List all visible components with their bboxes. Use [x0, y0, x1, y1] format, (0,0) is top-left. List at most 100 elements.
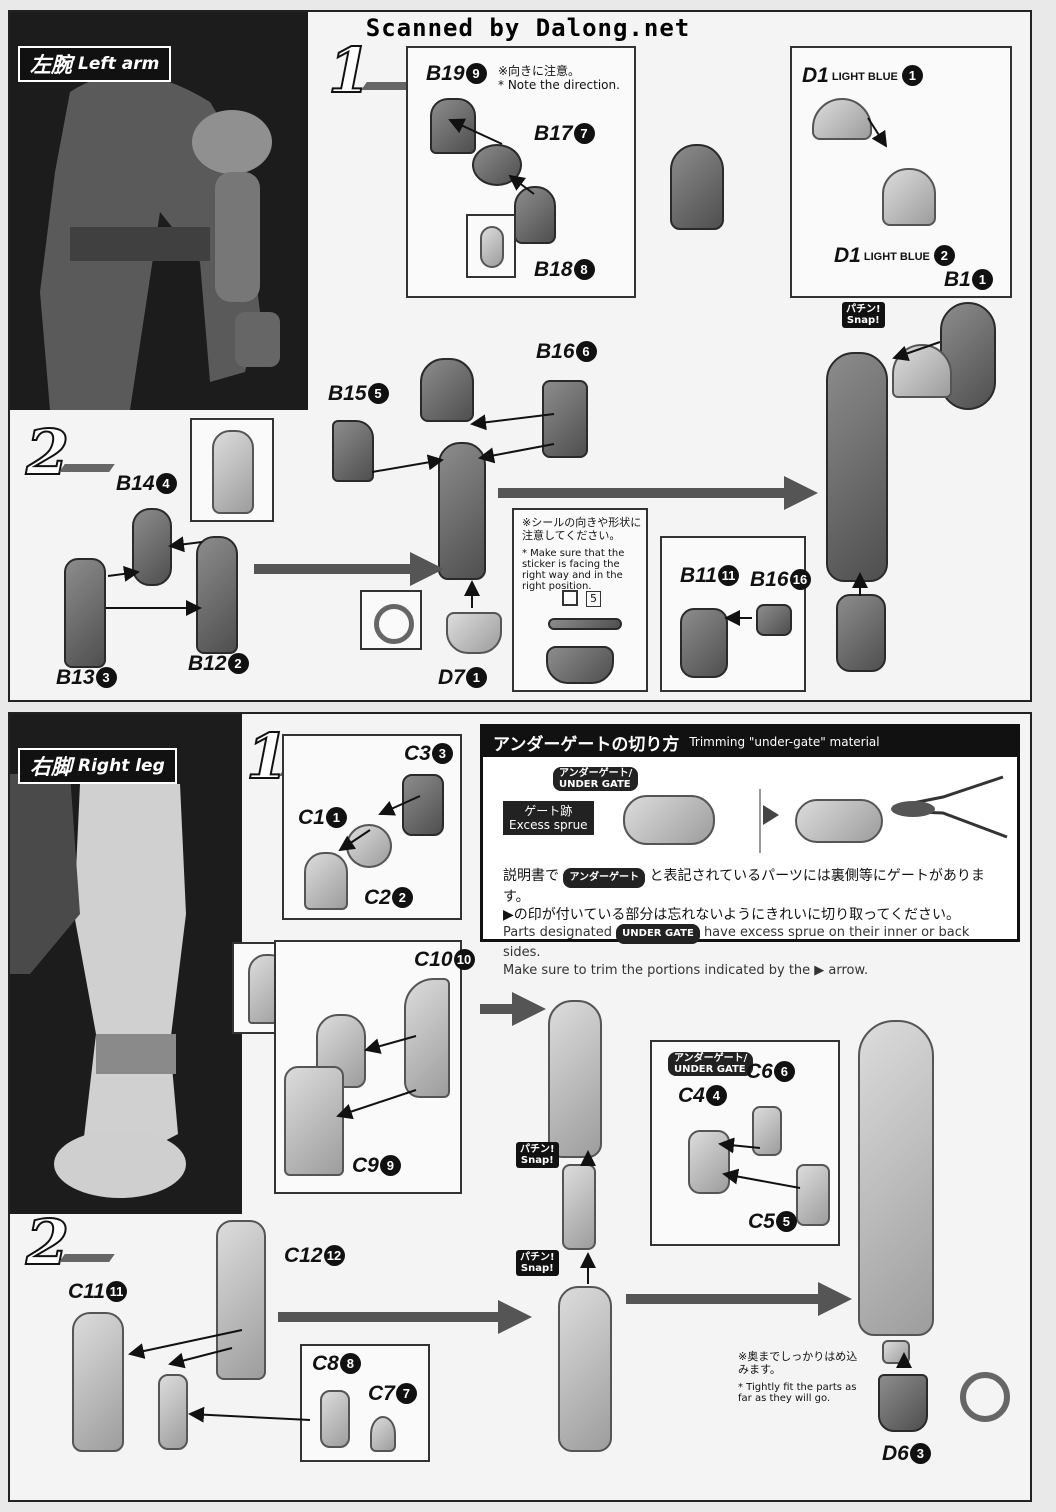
- sticker-note-en: * Make sure that the sticker is facing t…: [522, 548, 625, 592]
- part-c10-shape: [404, 978, 450, 1098]
- trimming-instructions: 説明書で アンダーゲート と表記されているパーツには裏側等にゲートがあります。 …: [503, 868, 985, 978]
- part-b11-shape: [680, 608, 728, 678]
- completed-arm-shape: [826, 352, 888, 582]
- title-en: Right leg: [78, 756, 165, 776]
- sticker-strip-shape: [548, 618, 622, 630]
- trimming-title-en: Trimming "under-gate" material: [689, 735, 880, 749]
- b18-detail-inset: [466, 214, 516, 278]
- part-number-badge: 1: [325, 807, 347, 828]
- forearm-shape: [438, 442, 486, 580]
- divider: [759, 789, 761, 853]
- b18-detail-shape: [480, 226, 504, 268]
- shoulder-cap-shape: [892, 344, 952, 398]
- part-number-badge: 11: [717, 565, 739, 586]
- leg-step-2-tail: [59, 1254, 115, 1262]
- part-number-badge: 4: [705, 1085, 727, 1106]
- part-b15-shape: [332, 420, 374, 482]
- ug-label: アンダーゲート/UNDER GATE: [668, 1052, 754, 1076]
- part-c12-shape: [216, 1220, 266, 1380]
- trimming-title-jp: アンダーゲートの切り方: [493, 734, 680, 755]
- right-leg-reference-photo: 右脚 Right leg: [10, 714, 242, 1214]
- part-c11-shape: [72, 1312, 124, 1452]
- trimming-header: アンダーゲートの切り方 Trimming "under-gate" materi…: [483, 727, 1017, 757]
- part-c5-shape: [796, 1164, 830, 1226]
- snap-icon: パチン!Snap!: [842, 302, 885, 328]
- fit-note-en: * Tightly fit the parts as far as they w…: [738, 1382, 857, 1404]
- upper-arm-shape: [420, 358, 474, 422]
- sticker-note-jp: ※シールの向きや形状に注意してください。: [522, 516, 642, 542]
- under-gate-part-shape: [623, 795, 715, 845]
- ankle-peg-shape: [882, 1340, 910, 1364]
- next-step-arrow-icon: [498, 476, 818, 510]
- part-number-badge: 9: [465, 63, 487, 84]
- upper-leg-shape: [548, 1000, 602, 1158]
- part-b16-b-shape: [756, 604, 792, 636]
- knee-joint-assembly-shape: [562, 1164, 596, 1250]
- sticker-icon: [562, 590, 578, 606]
- part-d7-shape: [446, 612, 502, 654]
- next-step-arrow-icon: [278, 1300, 532, 1334]
- b12-detail-shape: [212, 430, 254, 514]
- part-number-badge: 4: [155, 473, 177, 494]
- part-b18-shape: [514, 186, 556, 244]
- part-number-badge: 10: [453, 949, 475, 970]
- part-number-badge: 1: [971, 269, 993, 290]
- ankle-joint-shape: [158, 1374, 188, 1450]
- leg-step-2: 2: [25, 1205, 70, 1280]
- snap-icon: パチン!Snap!: [516, 1142, 559, 1168]
- part-number-badge: 7: [573, 123, 595, 144]
- part-number-badge: 1: [901, 65, 923, 86]
- right-leg-title: 右脚 Right leg: [18, 748, 177, 784]
- under-gate-trimming-box: アンダーゲートの切り方 Trimming "under-gate" materi…: [480, 724, 1020, 978]
- title-jp: 右脚: [30, 755, 72, 779]
- arm-step-2: 2: [25, 415, 70, 490]
- part-number-badge: 2: [391, 887, 413, 908]
- nipper-icon: [891, 775, 1008, 839]
- part-d1-a-shape: [812, 98, 872, 140]
- lower-leg-shape: [558, 1286, 612, 1452]
- part-number-badge: 1: [465, 667, 487, 688]
- part-d6-shape: [878, 1374, 928, 1432]
- part-number-badge: 3: [431, 743, 453, 764]
- arm-step-1: 1: [327, 33, 372, 108]
- part-number-badge: 6: [575, 341, 597, 362]
- part-c7-shape: [370, 1416, 396, 1452]
- part-b12-shape: [196, 536, 238, 654]
- sticker-number: 5: [586, 591, 601, 607]
- part-b17-shape: [472, 144, 522, 186]
- b12-detail-inset: [190, 418, 274, 522]
- snap-icon: パチン!Snap!: [516, 1250, 559, 1276]
- figure-leg-silhouette-icon: [10, 714, 242, 1214]
- part-number-badge: 9: [379, 1155, 401, 1176]
- part-number-badge: 3: [909, 1443, 931, 1464]
- fit-note-jp: ※奥までしっかりはめ込みます。: [738, 1350, 858, 1376]
- left-arm-title: 左腕 Left arm: [18, 46, 172, 82]
- ug-badge: アンダーゲート/UNDER GATE: [553, 767, 639, 791]
- shoulder-result-shape: [670, 144, 724, 230]
- sticker-note-box: ※シールの向きや形状に注意してください。 * Make sure that th…: [512, 508, 648, 692]
- d7-detail-inset: [360, 590, 422, 650]
- part-number-badge: 7: [395, 1383, 417, 1404]
- part-b13-shape: [64, 558, 106, 668]
- watermark: Scanned by Dalong.net: [365, 14, 691, 42]
